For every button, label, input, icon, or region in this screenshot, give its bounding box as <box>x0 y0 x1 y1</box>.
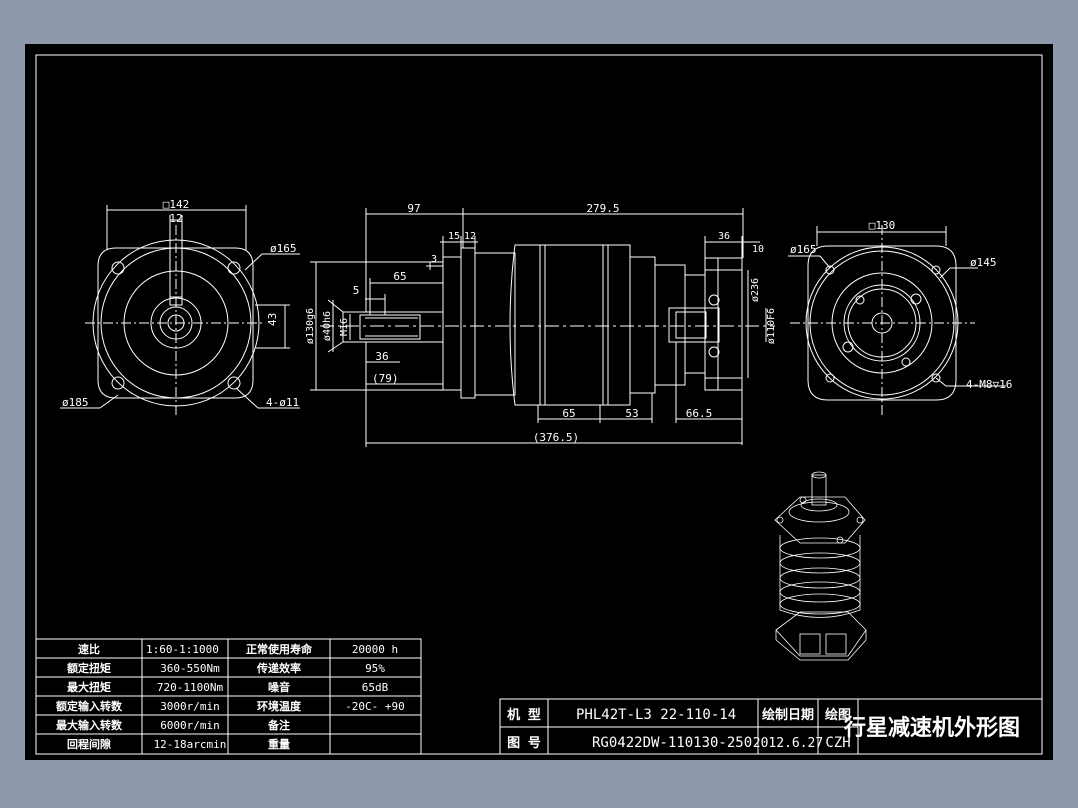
dim-36-right: 36 <box>718 231 730 242</box>
isometric-view <box>774 471 867 661</box>
spec-value: -20C- +90 <box>345 700 405 713</box>
front-height-label: 43 <box>266 313 279 326</box>
spec-value: 1:60-1:1000 <box>146 643 219 656</box>
drawer-value: CZH <box>825 735 850 751</box>
front-view <box>60 205 300 415</box>
spec-key: 额定输入转数 <box>56 699 123 713</box>
drawing-no-label: 图 号 <box>507 736 541 751</box>
spec-value: 6000r/min <box>160 719 220 732</box>
drawer-label: 绘图 <box>825 707 851 723</box>
side-view <box>310 208 775 447</box>
front-dia-165-label: ø165 <box>270 242 297 255</box>
dim-66-5: 66.5 <box>686 407 713 420</box>
spec-key: 噪音 <box>268 680 290 694</box>
dim-36-lower: 36 <box>375 350 388 363</box>
dim-97: 97 <box>407 202 420 215</box>
date-value: 2012.6.27 <box>753 736 823 751</box>
dim-279-5: 279.5 <box>586 202 619 215</box>
spec-key: 正常使用寿命 <box>246 642 313 656</box>
spec-key: 最大输入转数 <box>56 718 123 732</box>
spec-value: 720-1100Nm <box>157 681 224 694</box>
dim-10: 10 <box>752 244 764 255</box>
drawing-no-value: RG0422DW-110130-250 <box>592 735 752 751</box>
spec-key: 最大扭矩 <box>67 680 111 694</box>
spec-key: 额定扭矩 <box>67 661 111 675</box>
back-square-label: □130 <box>869 219 896 232</box>
front-bolt-label: 4-ø11 <box>266 396 299 409</box>
spec-value: 65dB <box>362 681 389 694</box>
title-block-grid <box>499 698 1043 755</box>
dim-53: 53 <box>625 407 638 420</box>
dim-65-bottom: 65 <box>562 407 575 420</box>
model-label: 机 型 <box>507 707 541 723</box>
drawing-title: 行星减速机外形图 <box>843 715 1020 741</box>
dim-m16: M16 <box>339 318 350 336</box>
spec-value: 20000 h <box>352 643 398 656</box>
spec-key: 备注 <box>267 718 290 732</box>
back-dia-145-label: ø145 <box>970 256 997 269</box>
spec-value: 3000r/min <box>160 700 220 713</box>
spec-value: 12-18arcmin <box>154 738 227 751</box>
model-value: PHL42T-L3 22-110-14 <box>576 707 736 723</box>
back-view <box>788 225 1006 418</box>
dim-pilot: ø130g6 <box>305 308 316 344</box>
back-dia-165-label: ø165 <box>790 243 817 256</box>
spec-key: 速比 <box>78 642 100 656</box>
front-square-label: □142 <box>163 198 190 211</box>
dim-5: 5 <box>353 284 360 297</box>
date-label: 绘制日期 <box>762 707 814 723</box>
title-block: 机 型 PHL42T-L3 22-110-14 图 号 RG0422DW-110… <box>507 707 1020 751</box>
dim-12: 12 <box>464 231 476 242</box>
dim-bore: ø110F6 <box>766 308 777 344</box>
front-dia-185-label: ø185 <box>62 396 89 409</box>
spec-key: 环境温度 <box>257 699 302 713</box>
dim-79: (79) <box>372 372 399 385</box>
front-key-width-label: 12 <box>169 212 182 225</box>
dim-total: (376.5) <box>533 431 579 444</box>
spec-table-grid <box>35 638 422 755</box>
dim-shaft: ø40h6 <box>322 311 333 341</box>
spec-key: 传递效率 <box>256 661 301 675</box>
dim-65-top: 65 <box>393 270 406 283</box>
dim-15: 15 <box>448 231 460 242</box>
spec-value: 95% <box>365 662 385 675</box>
spec-table: 速比 1:60-1:1000 正常使用寿命 20000 h 额定扭矩 360-5… <box>56 642 405 751</box>
spec-value: 360-550Nm <box>160 662 220 675</box>
spec-key: 重量 <box>268 737 290 751</box>
dim-in-pilot: ø236 <box>750 278 761 302</box>
spec-key: 回程间隙 <box>67 737 111 751</box>
dim-3: 3 <box>431 254 437 265</box>
back-bolt-label: 4-M8▽16 <box>966 378 1012 391</box>
